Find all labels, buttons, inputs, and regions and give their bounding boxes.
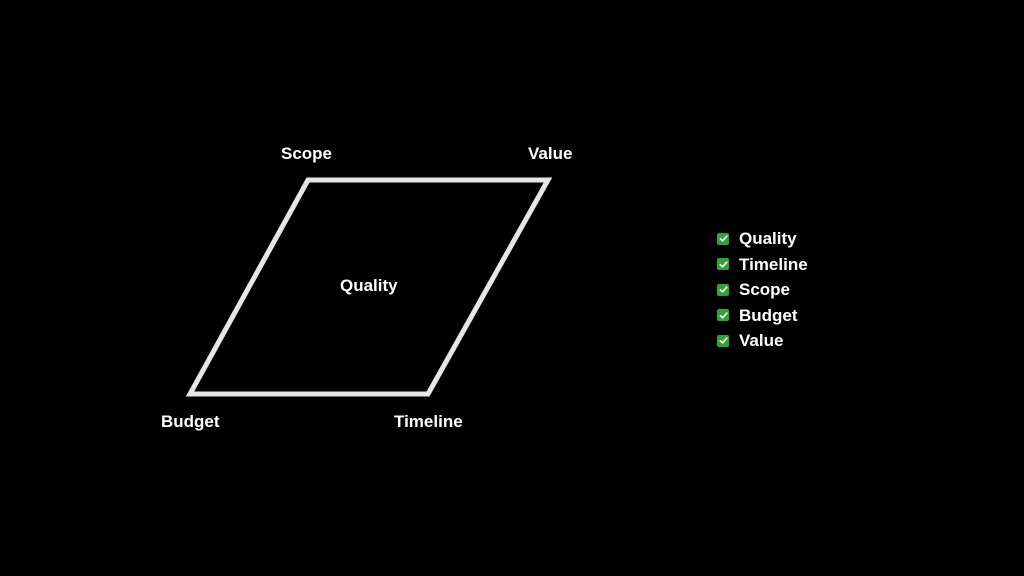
- checklist-item-label: Timeline: [739, 254, 808, 274]
- check-box-icon: [717, 283, 729, 296]
- vertex-label-top-left: Scope: [281, 144, 333, 163]
- check-box-icon: [717, 334, 729, 347]
- checklist-item: Timeline: [717, 252, 808, 278]
- checklist-item: Budget: [717, 303, 808, 329]
- vertex-label-top-right: Value: [528, 144, 573, 163]
- vertex-label-bottom-right: Timeline: [394, 412, 463, 431]
- parallelogram-shape: [185, 177, 553, 397]
- check-box-icon: [717, 258, 729, 271]
- checklist-item-label: Scope: [739, 280, 791, 300]
- checklist-item-label: Value: [739, 331, 784, 351]
- checklist: Quality Timeline Scope Budget Value: [717, 226, 808, 354]
- checklist-item: Value: [717, 328, 808, 354]
- vertex-label-bottom-left: Budget: [161, 412, 220, 431]
- check-box-icon: [717, 232, 729, 245]
- checklist-item-label: Quality: [739, 229, 797, 249]
- checklist-item: Scope: [717, 277, 808, 303]
- checklist-item-label: Budget: [739, 305, 798, 325]
- check-box-icon: [717, 309, 729, 322]
- center-label: Quality: [340, 276, 398, 295]
- checklist-item: Quality: [717, 226, 808, 252]
